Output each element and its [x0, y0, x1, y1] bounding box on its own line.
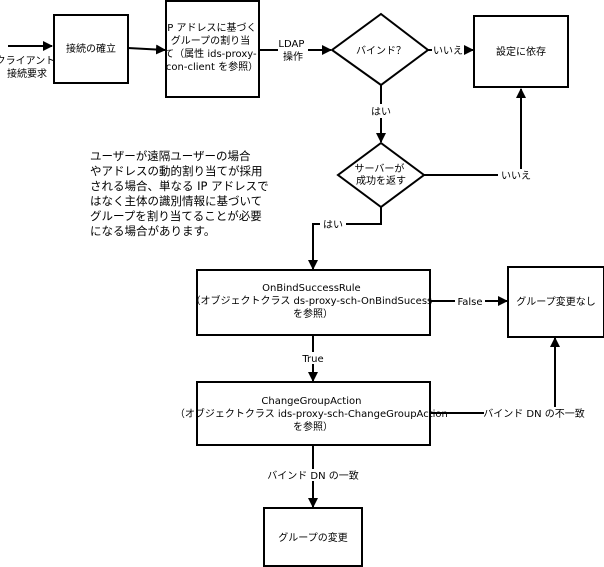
bind-decision-label: バインド？ — [356, 45, 406, 57]
node-group-change — [263, 507, 363, 567]
no-group-change-label: グループ変更なし — [516, 295, 595, 308]
node-change-group-action — [196, 381, 431, 446]
edge-label-bind-yes: はい — [371, 106, 391, 118]
edge-label-ldap: LDAP 操作 — [278, 39, 307, 63]
edge-label-bind-no: いいえ — [433, 45, 463, 57]
node-no-group-change — [507, 266, 604, 338]
edge-label-server-no: いいえ — [501, 170, 531, 182]
edge-label-server-yes: はい — [323, 219, 343, 231]
node-bind-decision — [330, 12, 430, 87]
annotation-note: ユーザーが遠隔ユーザーの場合 やアドレスの動的割り当てが採用 される場合、単なる… — [90, 149, 272, 238]
group-change-label: グループの変更 — [278, 531, 347, 544]
start-label: クライアント 接続要求 — [0, 55, 58, 80]
ip-assign-label: IP アドレスに基づく グループの割り当 て（属性 ids-proxy- con… — [164, 21, 260, 73]
on-bind-rule-label: OnBindSuccessRule （オブジェクトクラス ds-proxy-sc… — [191, 283, 436, 320]
establish-label: 接続の確立 — [66, 42, 116, 55]
edge-server-no — [424, 88, 526, 176]
config-dependent-label: 設定に依存 — [496, 45, 546, 58]
edge-label-dn-mismatch: バインド DN の不一致 — [483, 407, 585, 420]
edge-label-true: True — [301, 354, 323, 365]
change-group-action-label: ChangeGroupAction （オブジェクトクラス ids-proxy-s… — [175, 396, 451, 433]
node-on-bind-rule — [196, 269, 431, 336]
node-server-success — [336, 141, 426, 209]
node-establish — [53, 14, 129, 84]
edge-establish-to-ip — [127, 44, 166, 55]
edge-label-false: False — [457, 297, 482, 308]
node-config-dependent — [473, 15, 569, 88]
edge-dn-mismatch — [430, 337, 560, 414]
edge-server-yes — [308, 207, 382, 270]
edge-label-dn-match: バインド DN の一致 — [267, 469, 359, 482]
server-success-label: サーバーが 成功を返す — [354, 162, 407, 187]
node-ip-assign — [165, 0, 260, 98]
